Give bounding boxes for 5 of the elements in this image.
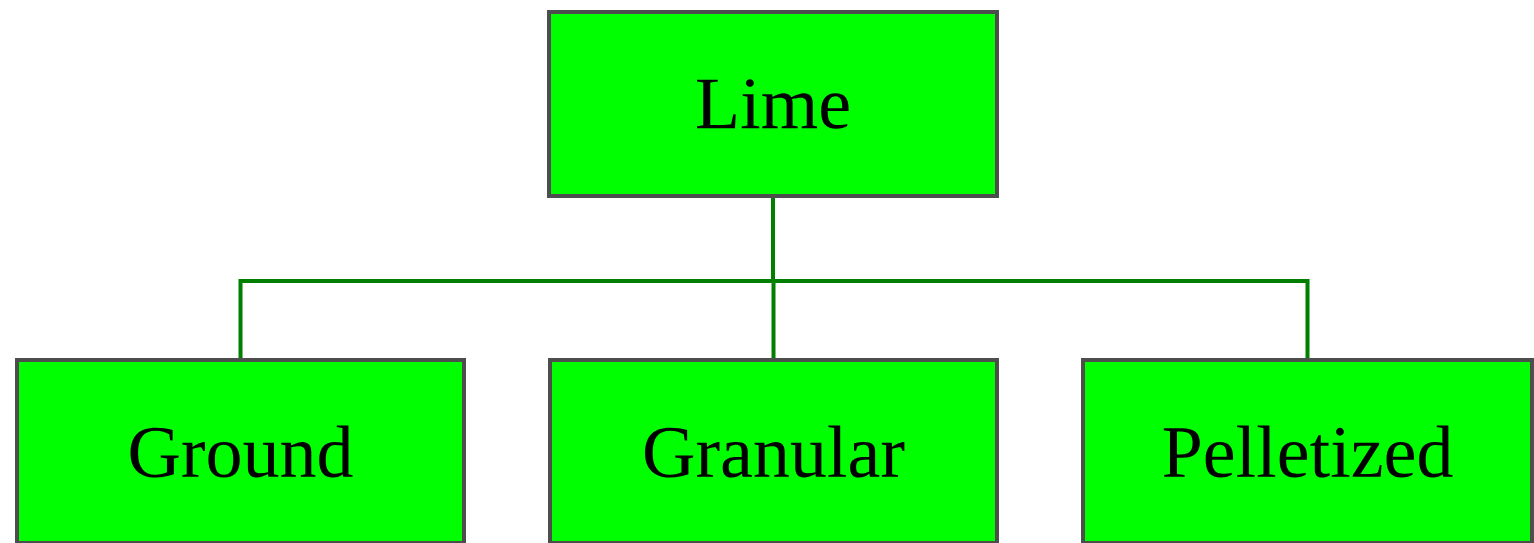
category-box: Pelletized xyxy=(1081,358,1534,543)
connector-line xyxy=(771,198,1310,358)
category-box: Lime xyxy=(547,10,999,198)
category-box: Granular xyxy=(548,358,999,543)
category-box: Ground xyxy=(15,358,466,543)
